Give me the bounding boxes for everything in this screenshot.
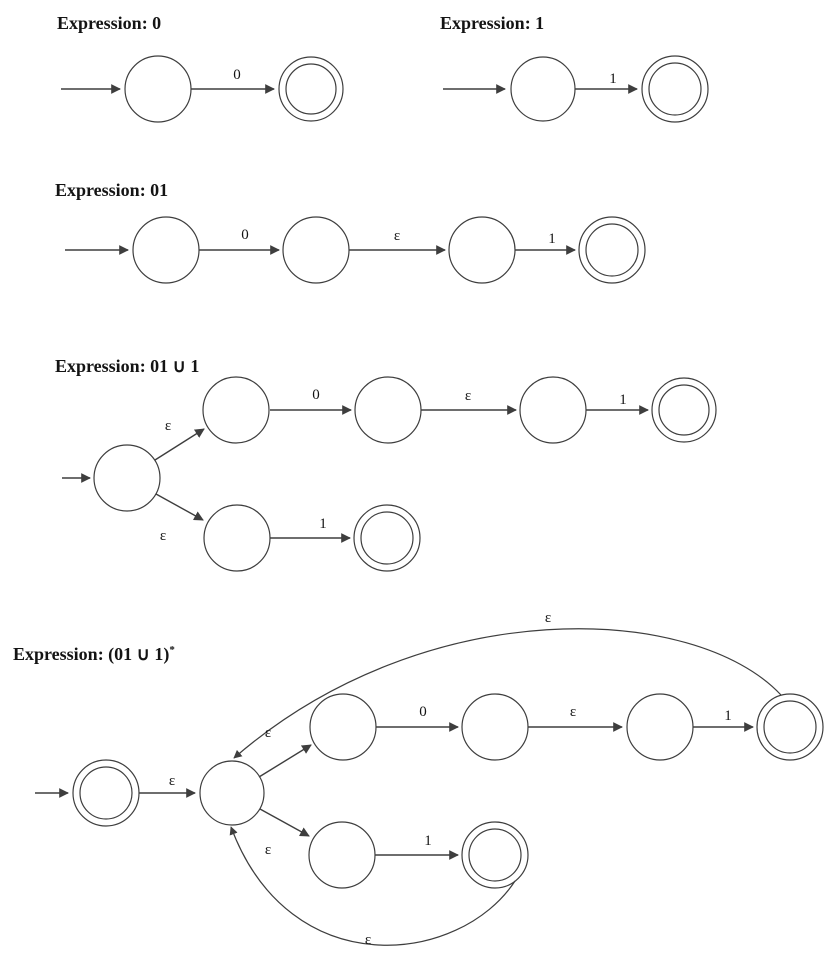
accept-state-inner-circle — [648, 62, 702, 116]
transition-label: ε — [160, 528, 166, 544]
section-title-text: Expression: 01 ∪ 1 — [55, 356, 200, 376]
accept-state-inner-circle — [285, 63, 337, 115]
state-circle — [203, 504, 271, 572]
transition-label: 1 — [548, 231, 556, 247]
transition-label: ε — [365, 932, 371, 948]
accept-state-inner-circle — [360, 511, 414, 565]
transition-label: ε — [169, 773, 175, 789]
accept-state-inner-circle — [763, 700, 817, 754]
transition-label: 1 — [424, 833, 432, 849]
state-circle — [132, 216, 200, 284]
transition-label: ε — [165, 418, 171, 434]
epsilon-return-arc-bottom — [229, 826, 516, 946]
nfa-expression-01-union-1-star: ε ε 0 ε 1 ε ε 1 ε — [35, 610, 824, 948]
transition-label: 0 — [233, 67, 241, 83]
state-circle — [199, 760, 265, 826]
transition-label: 0 — [241, 227, 249, 243]
state-circle — [309, 693, 377, 761]
state-circle — [519, 376, 587, 444]
nfa-expression-1: 1 — [443, 55, 709, 123]
transition-label: ε — [265, 725, 271, 741]
accept-state-inner-circle — [585, 223, 639, 277]
accept-state-inner-circle — [658, 384, 710, 436]
accept-state-inner-circle — [79, 766, 133, 820]
nfa-expression-01: 0 ε 1 — [65, 216, 646, 284]
state-circle — [354, 376, 422, 444]
epsilon-return-arc-top — [233, 628, 782, 759]
epsilon-branch-arrow — [154, 428, 205, 461]
section-title-expression-0: Expression: 0 — [57, 13, 161, 34]
state-circle — [448, 216, 516, 284]
section-title-expression-01-union-1: Expression: 01 ∪ 1 — [55, 356, 199, 377]
transition-label: 1 — [724, 708, 732, 724]
epsilon-branch-arrow — [259, 808, 310, 837]
section-title-text: Expression: 01 — [55, 180, 169, 200]
transition-label: 0 — [312, 387, 320, 403]
transition-label: ε — [265, 842, 271, 858]
nfa-expression-0: 0 — [61, 55, 344, 123]
state-circle — [202, 376, 270, 444]
epsilon-branch-arrow — [258, 744, 312, 778]
section-title-sup: * — [169, 644, 175, 656]
section-title-text: Expression: 1 — [440, 13, 545, 33]
transition-label: ε — [465, 388, 471, 404]
section-title-text: Expression: 0 — [57, 13, 162, 33]
transition-label: 1 — [319, 516, 327, 532]
state-circle — [124, 55, 192, 123]
state-circle — [510, 56, 576, 122]
transition-label: 1 — [619, 392, 627, 408]
state-circle — [626, 693, 694, 761]
nfa-expression-01-union-1: ε 0 ε 1 ε 1 — [62, 376, 717, 572]
state-circle — [308, 821, 376, 889]
transition-label: ε — [394, 228, 400, 244]
transition-label: 0 — [419, 704, 427, 720]
transition-label: ε — [545, 610, 551, 626]
state-circle — [461, 693, 529, 761]
section-title-expression-1: Expression: 1 — [440, 13, 544, 34]
section-title-expression-star: Expression: (01 ∪ 1)* — [13, 644, 175, 665]
transition-label: 1 — [609, 71, 617, 87]
accept-state-inner-circle — [468, 828, 522, 882]
state-circle — [282, 216, 350, 284]
section-title-expression-01: Expression: 01 — [55, 180, 168, 201]
epsilon-branch-arrow — [155, 493, 204, 521]
state-circle — [93, 444, 161, 512]
transition-label: ε — [570, 704, 576, 720]
section-title-text: Expression: (01 ∪ 1) — [13, 644, 170, 664]
